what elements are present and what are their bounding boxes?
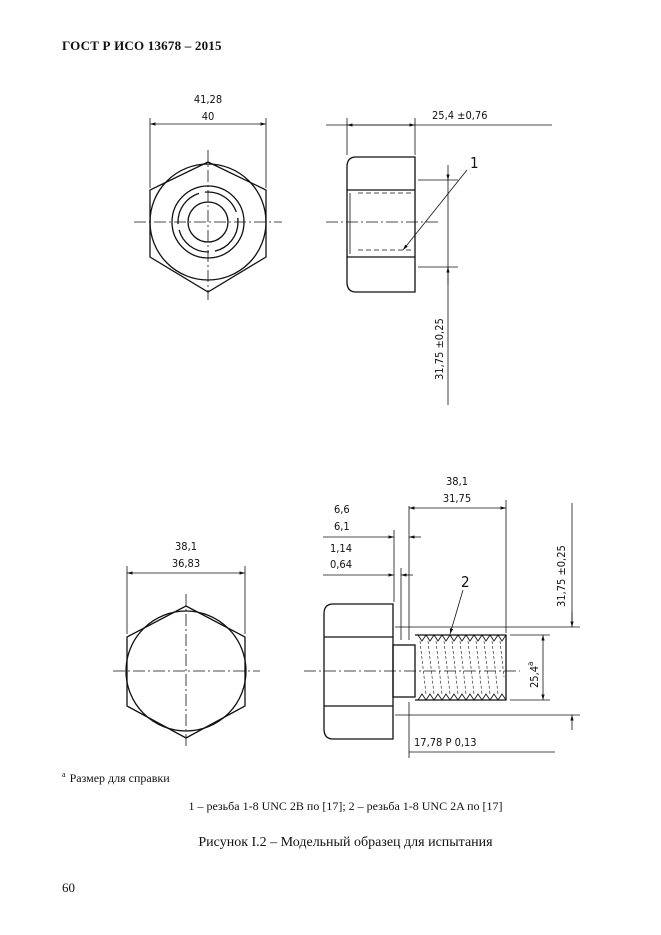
top-nut-side-view — [326, 156, 438, 293]
bottom-width-1: 38,1 — [175, 540, 197, 553]
bottom-height-dimension — [395, 503, 580, 730]
caption-text: Рисунок I.2 – Модельный образец для испы… — [198, 835, 493, 850]
bottom-width-2: 36,83 — [172, 557, 200, 570]
bottom-thread-length-dimension — [409, 500, 507, 633]
top-nut-width-1: 41,28 — [194, 93, 222, 106]
bottom-callout-leader — [449, 589, 464, 635]
bottom-bolt-side-view — [304, 603, 520, 740]
bottom-dim-a-2: 6,1 — [334, 520, 350, 533]
page-header: ГОСТ Р ИСО 13678 – 2015 — [62, 38, 222, 53]
bottom-thread-teeth — [417, 634, 507, 701]
bottom-thread-length-1: 38,1 — [446, 475, 468, 488]
thread-diameter-mark: а — [526, 662, 535, 666]
footnote-mark: а — [62, 770, 66, 779]
bottom-length-pitch-dimension — [408, 702, 555, 758]
top-nut-end-view — [134, 150, 282, 300]
bottom-height-value: 31,75 ±0,25 — [555, 545, 568, 607]
top-height-dimension — [418, 165, 458, 405]
bottom-dim-a-1: 6,6 — [334, 503, 350, 516]
bottom-dim-b-2: 0,64 — [330, 558, 352, 571]
bottom-width-dimension — [126, 566, 246, 634]
bottom-head-dimensions — [323, 506, 421, 640]
footnote-text: Размер для справки — [69, 771, 170, 785]
bottom-thread-diameter-value: 25,4а — [526, 662, 541, 688]
top-nut-width-dimension — [149, 118, 267, 188]
bottom-callout-number: 2 — [461, 573, 470, 591]
thread-diameter-number: 25,4 — [528, 666, 541, 688]
bottom-thread-length-2: 31,75 — [443, 492, 471, 505]
top-thickness-value: 25,4 ±0,76 — [432, 109, 488, 122]
bottom-thread-diameter-dimension — [510, 634, 550, 701]
bottom-bolt-end-view — [113, 594, 260, 748]
bottom-length-pitch-value: 17,78 Р 0,13 — [414, 736, 477, 749]
top-nut-width-2: 40 — [202, 110, 215, 123]
bottom-dim-b-1: 1,14 — [330, 542, 352, 555]
top-height-value: 31,75 ±0,25 — [433, 318, 446, 380]
top-thickness-dimension — [326, 118, 552, 155]
figure-legend: 1 – резьба 1-8 UNC 2B по [17]; 2 – резьб… — [0, 799, 661, 814]
top-callout-leader — [402, 169, 468, 251]
legend-text: 1 – резьба 1-8 UNC 2B по [17]; 2 – резьб… — [188, 799, 503, 813]
top-callout-number: 1 — [470, 154, 479, 172]
figure-caption: Рисунок I.2 – Модельный образец для испы… — [0, 835, 661, 851]
page-number: 60 — [62, 880, 75, 895]
